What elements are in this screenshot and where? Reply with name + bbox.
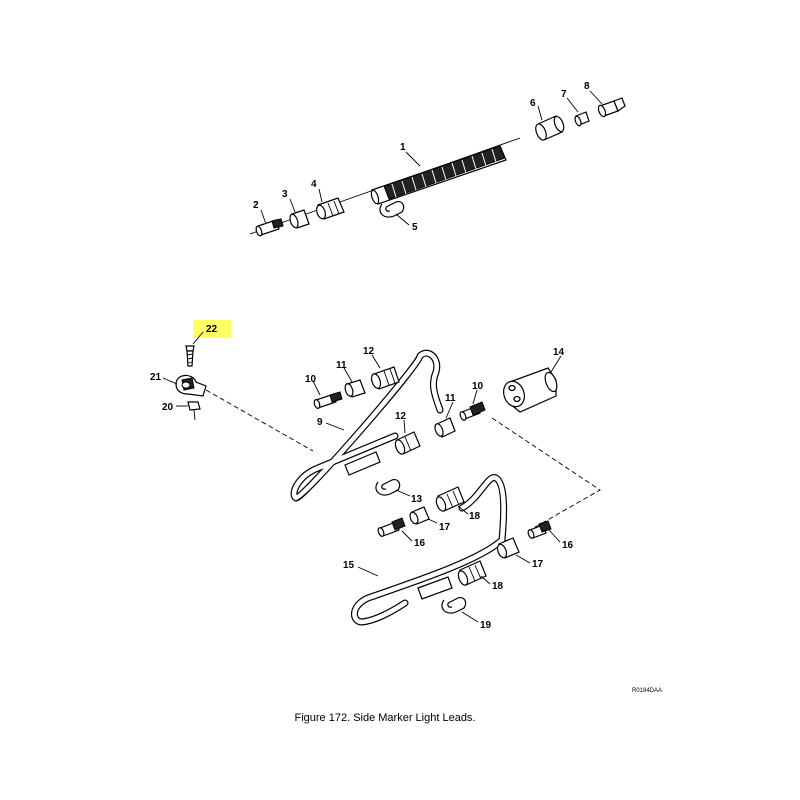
callout-7: 7 (561, 89, 567, 100)
item-16-terminal-right (527, 520, 552, 539)
item-3-sleeve (289, 209, 310, 229)
item-1-coiled-lead (370, 145, 507, 205)
item-22-screw (185, 345, 195, 367)
item-18-shell-upper (435, 486, 465, 512)
item-12-shell-right (394, 431, 421, 455)
item-21-clamp (175, 374, 207, 397)
item-19-clip (441, 597, 467, 614)
callout-10-left: 10 (305, 374, 317, 385)
callout-4: 4 (311, 179, 317, 190)
item-12-shell-left (370, 366, 400, 390)
callout-22-highlight (193, 320, 231, 338)
item-20-nut (187, 401, 201, 421)
item-15-lead (351, 474, 508, 626)
callout-12-right: 12 (395, 411, 407, 422)
item-4-shell (315, 197, 345, 220)
callout-3: 3 (282, 189, 288, 200)
callout-22: 22 (206, 324, 218, 335)
item-16-terminal-left (377, 517, 406, 537)
callout-1: 1 (400, 142, 406, 153)
callout-8: 8 (584, 81, 590, 92)
callout-18-upper: 18 (469, 511, 481, 522)
item-9-sleeve (344, 451, 381, 476)
item-5-clip (379, 201, 405, 218)
callout-9: 9 (317, 417, 323, 428)
callout-18-lower: 18 (492, 581, 504, 592)
dashed-line-clamp-to-lead (205, 389, 314, 452)
callout-6: 6 (530, 98, 536, 109)
top-lead-assembly: 1 2 3 4 5 6 7 8 (249, 81, 626, 237)
callout-11-left: 11 (336, 360, 347, 371)
callout-14: 14 (553, 347, 565, 358)
item-15-sleeve (417, 576, 453, 600)
callout-13: 13 (411, 494, 423, 505)
callout-17-upper: 17 (439, 522, 451, 533)
callout-15: 15 (343, 560, 355, 571)
item-17-sleeve-upper (409, 506, 430, 525)
item-11-sleeve-left (344, 379, 366, 398)
item-17-sleeve-right (496, 537, 520, 559)
callout-17-right: 17 (532, 559, 544, 570)
item-18-shell-lower (457, 560, 487, 586)
callout-2: 2 (253, 200, 259, 211)
item-10-terminal-right (459, 401, 486, 421)
callout-21: 21 (150, 372, 162, 383)
drawing-code: R0184DAA (632, 688, 663, 694)
callout-12-left: 12 (363, 346, 375, 357)
callout-20: 20 (162, 402, 174, 413)
item-6-shell (535, 115, 565, 141)
item-8-terminal (597, 97, 626, 118)
item-13-clip (375, 479, 401, 496)
item-7-sleeve (574, 111, 590, 127)
callout-16-right: 16 (562, 540, 574, 551)
callout-11-right: 11 (445, 393, 456, 404)
callout-10-right: 10 (472, 381, 484, 392)
callout-16-left: 16 (414, 538, 426, 549)
item-2-terminal (255, 218, 284, 237)
item-11-sleeve-right (434, 417, 456, 438)
bottom-lead-assembly: 22 21 20 9 10 11 12 14 11 10 12 13 18 17… (150, 320, 601, 631)
item-10-terminal-left (313, 391, 343, 409)
dashed-line-connector-to-lead (491, 417, 601, 531)
item-14-housing (503, 367, 558, 413)
figure-caption: Figure 172. Side Marker Light Leads. (294, 712, 476, 724)
item-9-lead (290, 349, 444, 502)
callout-19: 19 (480, 620, 492, 631)
callout-5: 5 (412, 222, 418, 233)
